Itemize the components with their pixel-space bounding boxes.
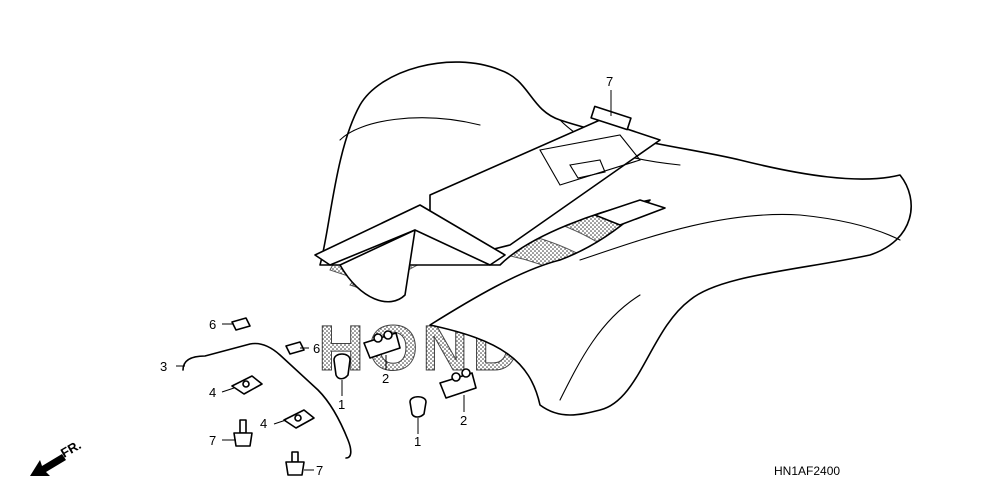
- diagram-code: HN1AF2400: [774, 464, 840, 478]
- rubber-cushion-upper: [333, 353, 351, 380]
- leader-lines: [176, 90, 612, 471]
- grab-rod: [182, 342, 352, 459]
- callout-2-upper: 2: [382, 371, 389, 386]
- arrow-down-left-icon: [30, 454, 66, 476]
- nut-lower: [285, 341, 305, 355]
- callout-2-lower: 2: [460, 413, 467, 428]
- callout-7-lower: 7: [316, 463, 323, 478]
- front-direction-indicator: FR.: [30, 437, 84, 476]
- nut-upper: [231, 317, 251, 331]
- callout-1-upper: 1: [338, 397, 345, 412]
- rubber-cushion-lower: [409, 395, 427, 418]
- flange-bolt-upper: [233, 419, 253, 447]
- callout-6-lower: 6: [313, 341, 320, 356]
- label-plate: [590, 105, 632, 131]
- bracket-upper: [231, 375, 263, 395]
- callout-6-upper: 6: [209, 317, 216, 332]
- collar-lower: [439, 368, 477, 399]
- front-flap: [314, 204, 506, 303]
- callout-3: 3: [160, 359, 167, 374]
- callout-4-upper: 4: [209, 385, 216, 400]
- flange-bolt-lower: [285, 451, 305, 476]
- bracket-lower: [283, 409, 315, 429]
- callout-1-lower: 1: [414, 434, 421, 449]
- callout-4-lower: 4: [260, 416, 267, 431]
- collar-upper: [363, 330, 401, 359]
- callout-5: 7: [606, 74, 613, 89]
- callout-7-upper: 7: [209, 433, 216, 448]
